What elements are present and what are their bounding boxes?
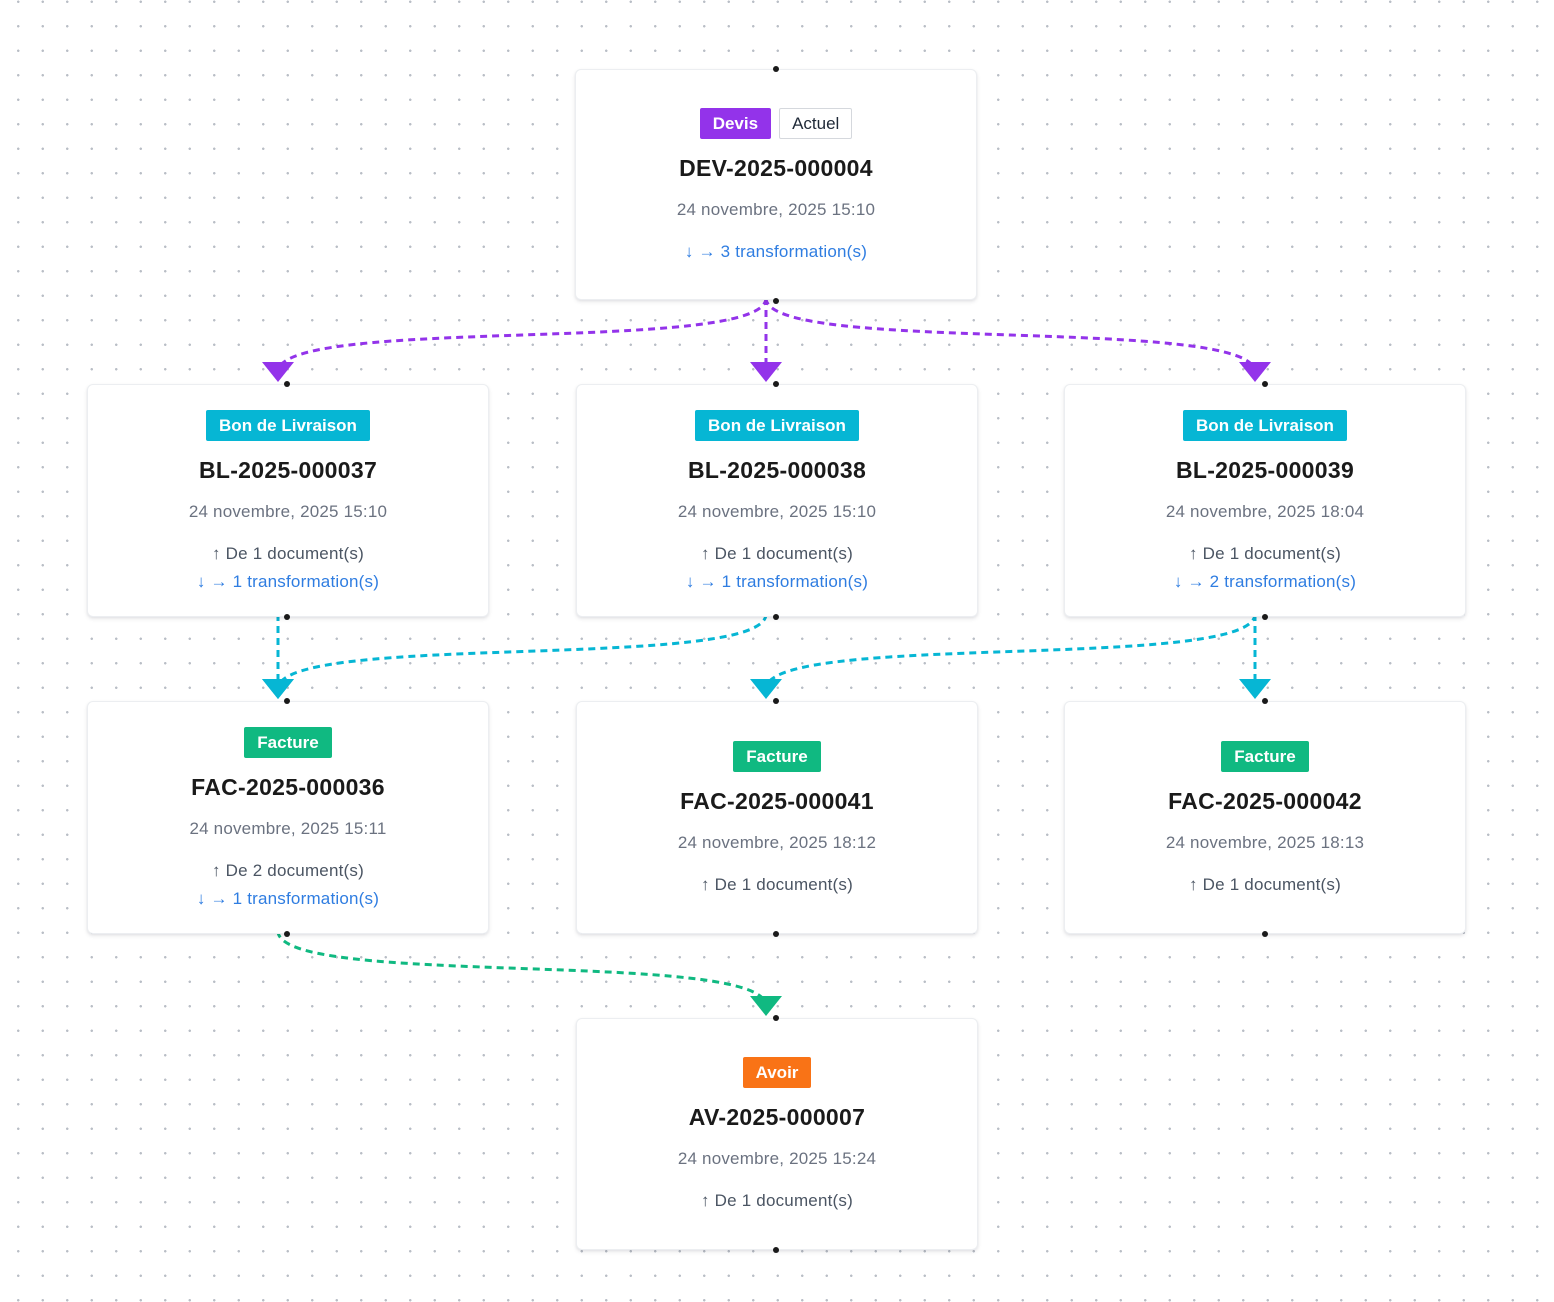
document-date: 24 novembre, 2025 15:11 xyxy=(189,818,387,838)
node-bon-livraison-bl-2025-000039[interactable]: Bon de Livraison BL-2025-000039 24 novem… xyxy=(1064,384,1466,617)
source-handle[interactable] xyxy=(773,614,779,620)
arrowhead-fac36 xyxy=(262,679,294,699)
edge-dev4-to-bl37[interactable] xyxy=(276,297,768,373)
type-badge-avoir: Avoir xyxy=(742,1057,812,1088)
transformations-link[interactable]: ↓ → 3 transformation(s) xyxy=(684,241,868,261)
document-number: FAC-2025-000041 xyxy=(680,787,874,814)
target-handle[interactable] xyxy=(284,698,290,704)
document-number: FAC-2025-000042 xyxy=(1168,787,1362,814)
arrowhead-fac41 xyxy=(750,679,782,699)
arrowhead-fac36 xyxy=(262,679,294,699)
target-handle[interactable] xyxy=(773,698,779,704)
document-number: FAC-2025-000036 xyxy=(191,773,385,800)
arrowhead-bl37 xyxy=(262,362,294,382)
source-documents: ↑ De 1 document(s) xyxy=(701,1191,853,1210)
document-number: AV-2025-000007 xyxy=(688,1104,866,1130)
document-number: DEV-2025-000004 xyxy=(679,154,873,181)
arrowhead-bl38 xyxy=(750,362,782,382)
arrowhead-av7 xyxy=(750,996,782,1016)
target-handle[interactable] xyxy=(284,381,290,387)
source-documents: ↑ De 1 document(s) xyxy=(1189,543,1341,563)
badge-group: Devis Actuel xyxy=(699,107,853,139)
type-badge-bon-de-livraison: Bon de Livraison xyxy=(1183,409,1347,441)
source-handle[interactable] xyxy=(773,1247,779,1253)
document-date: 24 novembre, 2025 18:12 xyxy=(677,832,877,852)
edge-dev4-to-bl39[interactable] xyxy=(764,297,1257,373)
source-handle[interactable] xyxy=(1262,614,1268,620)
document-date: 24 novembre, 2025 15:10 xyxy=(676,199,876,219)
edge-bl38-to-fac36[interactable] xyxy=(276,613,768,690)
document-date: 24 novembre, 2025 15:24 xyxy=(677,1149,877,1168)
node-devis-dev-2025-000004[interactable]: Devis Actuel DEV-2025-000004 24 novembre… xyxy=(575,69,977,300)
target-handle[interactable] xyxy=(773,381,779,387)
document-number: BL-2025-000037 xyxy=(198,456,378,483)
transformations-link[interactable]: ↓ → 1 transformation(s) xyxy=(685,571,869,591)
arrowhead-fac42 xyxy=(1239,679,1271,699)
target-handle[interactable] xyxy=(1262,698,1268,704)
node-facture-fac-2025-000041[interactable]: Facture FAC-2025-000041 24 novembre, 202… xyxy=(576,701,978,934)
source-handle[interactable] xyxy=(773,931,779,937)
type-badge-facture: Facture xyxy=(244,726,332,758)
type-badge-devis: Devis xyxy=(699,107,772,139)
type-badge-facture: Facture xyxy=(733,740,821,772)
source-documents: ↑ De 1 document(s) xyxy=(1189,874,1341,894)
document-number: BL-2025-000039 xyxy=(1175,456,1355,483)
source-documents: ↑ De 1 document(s) xyxy=(701,874,853,894)
document-number: BL-2025-000038 xyxy=(687,456,867,483)
target-handle[interactable] xyxy=(773,66,779,72)
source-handle[interactable] xyxy=(1262,931,1268,937)
edge-fac36-to-av7[interactable] xyxy=(276,930,768,1007)
source-handle[interactable] xyxy=(284,614,290,620)
node-bon-livraison-bl-2025-000038[interactable]: Bon de Livraison BL-2025-000038 24 novem… xyxy=(576,384,978,617)
source-handle[interactable] xyxy=(284,931,290,937)
transformations-link[interactable]: ↓ → 1 transformation(s) xyxy=(196,888,380,908)
source-documents: ↑ De 1 document(s) xyxy=(701,543,853,563)
target-handle[interactable] xyxy=(1262,381,1268,387)
transformations-link[interactable]: ↓ → 1 transformation(s) xyxy=(196,571,380,591)
edge-bl39-to-fac41[interactable] xyxy=(764,613,1257,690)
source-handle[interactable] xyxy=(773,298,779,304)
arrowhead-bl39 xyxy=(1239,362,1271,382)
document-date: 24 novembre, 2025 15:10 xyxy=(677,501,877,521)
current-badge: Actuel xyxy=(779,107,853,139)
document-date: 24 novembre, 2025 15:10 xyxy=(188,501,388,521)
source-documents: ↑ De 1 document(s) xyxy=(212,543,364,563)
node-facture-fac-2025-000042[interactable]: Facture FAC-2025-000042 24 novembre, 202… xyxy=(1064,701,1466,934)
transformations-link[interactable]: ↓ → 2 transformation(s) xyxy=(1173,571,1357,591)
type-badge-bon-de-livraison: Bon de Livraison xyxy=(206,409,370,441)
type-badge-facture: Facture xyxy=(1221,740,1309,772)
source-documents: ↑ De 2 document(s) xyxy=(212,860,364,880)
node-facture-fac-2025-000036[interactable]: Facture FAC-2025-000036 24 novembre, 202… xyxy=(87,701,489,934)
document-date: 24 novembre, 2025 18:13 xyxy=(1165,832,1365,852)
type-badge-bon-de-livraison: Bon de Livraison xyxy=(695,409,859,441)
node-bon-livraison-bl-2025-000037[interactable]: Bon de Livraison BL-2025-000037 24 novem… xyxy=(87,384,489,617)
target-handle[interactable] xyxy=(773,1015,779,1021)
node-avoir-av-2025-000007[interactable]: Avoir AV-2025-000007 24 novembre, 2025 1… xyxy=(576,1018,978,1250)
document-date: 24 novembre, 2025 18:04 xyxy=(1165,501,1365,521)
